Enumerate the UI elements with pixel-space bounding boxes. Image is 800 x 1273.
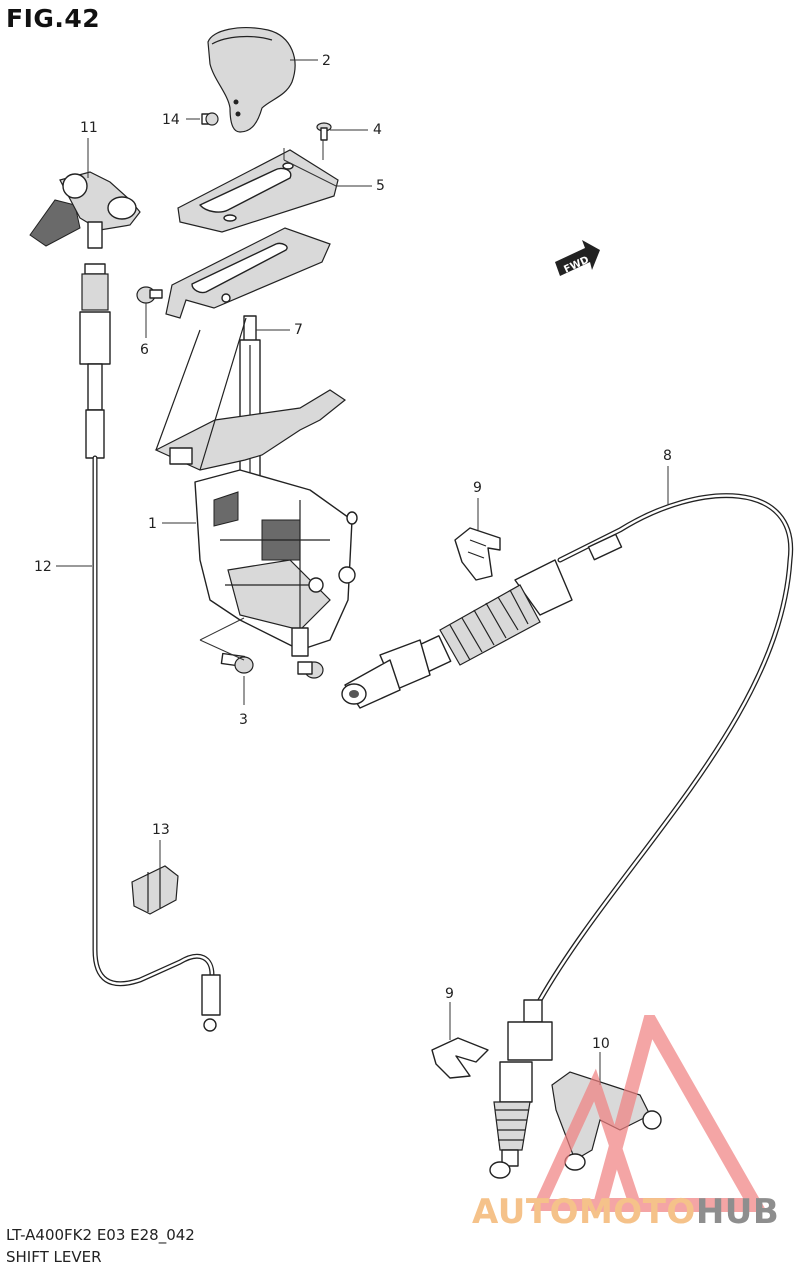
fwd-direction-badge: FWD [555, 240, 600, 276]
callout-13: 13 [152, 822, 170, 838]
callout-5: 5 [376, 178, 385, 194]
callout-4: 4 [373, 122, 382, 138]
bolt-6-part [136, 286, 163, 304]
callout-11: 11 [80, 120, 98, 136]
gate-plate-part [165, 227, 331, 319]
watermark-text-part1: AUTOMOTO [472, 1192, 696, 1232]
clip-13-part [131, 865, 179, 915]
callout-9-upper: 9 [473, 480, 482, 496]
callout-6: 6 [140, 342, 149, 358]
leader-lines [56, 59, 669, 1085]
shift-lever-assembly-part [154, 317, 358, 679]
callout-labels: 1 2 3 4 5 6 7 8 9 9 10 11 12 13 14 [34, 53, 672, 1052]
figure-title: FIG.42 [6, 4, 101, 33]
clip-9-lower-part [431, 1037, 489, 1079]
cable-bracket-part [29, 171, 141, 249]
left-cable-part [79, 263, 221, 1032]
watermark-logo [530, 1015, 768, 1212]
model-code-label: LT-A400FK2 E03 E28_042 [6, 1226, 195, 1244]
watermark-text: AUTOMOTOHUB [472, 1192, 779, 1232]
main-cable-part [341, 493, 794, 1179]
callout-1: 1 [148, 516, 157, 532]
screw-14-part [201, 112, 219, 126]
indicator-plate-part [177, 149, 339, 233]
section-name-label: SHIFT LEVER [6, 1248, 102, 1266]
bolt-3-part [199, 617, 254, 674]
callout-8: 8 [663, 448, 672, 464]
callout-7: 7 [294, 322, 303, 338]
screw-4-part [316, 122, 332, 141]
watermark-text-part2: HUB [695, 1192, 780, 1232]
callout-9-lower: 9 [445, 986, 454, 1002]
callout-12: 12 [34, 559, 52, 575]
callout-2: 2 [322, 53, 331, 69]
callout-14: 14 [162, 112, 180, 128]
callout-10: 10 [592, 1036, 610, 1052]
clip-9-upper-part [454, 527, 501, 581]
callout-3: 3 [239, 712, 248, 728]
watermark-triangle-icon [530, 1015, 768, 1212]
shift-knob-part [207, 27, 296, 133]
